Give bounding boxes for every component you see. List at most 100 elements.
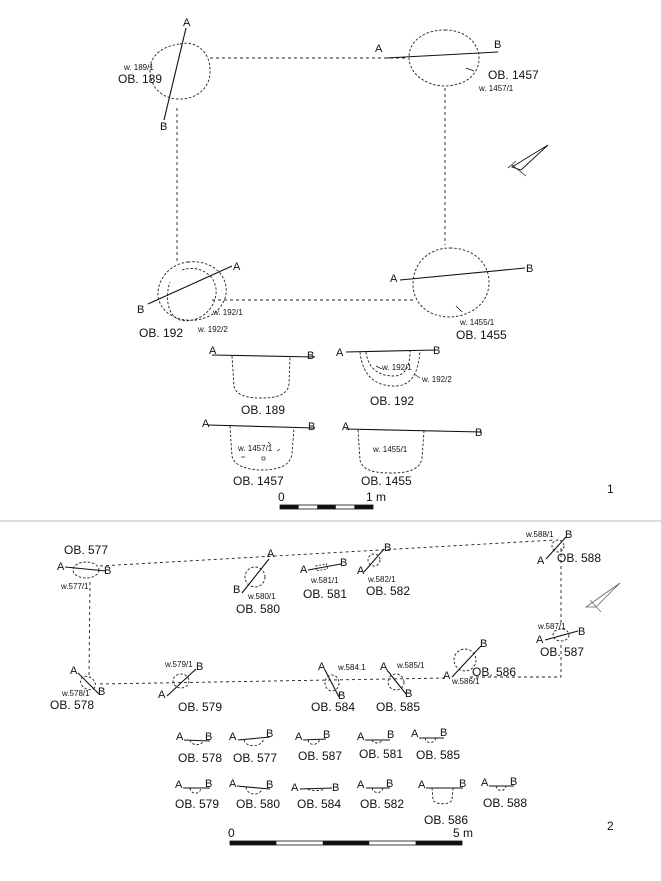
section-end-a: A — [411, 728, 419, 740]
section-end-a: A — [357, 731, 365, 743]
section-end-a: A — [318, 661, 326, 673]
section-end-b: B — [494, 39, 501, 51]
section-end-a: A — [537, 555, 545, 567]
section-end-a: A — [209, 345, 217, 357]
section-584: A B OB. 584 — [291, 782, 341, 811]
section-label: OB. 1457 — [233, 474, 284, 488]
sections-row-1: A B OB. 578 A B OB. 577 A B OB. 587 — [176, 727, 460, 765]
sample-label: w.582/1 — [367, 575, 396, 584]
section-end-a: A — [291, 782, 299, 794]
feature-586-plan: B A w.586/1 OB. 586 — [443, 638, 516, 686]
sample-label: w. 189/1 — [123, 63, 154, 72]
section-587: A B OB. 587 — [295, 729, 342, 763]
section-end-a: A — [267, 548, 275, 560]
feature-label: OB. 577 — [64, 543, 108, 557]
section-end-b: B — [440, 727, 447, 739]
feature-189-plan: A B w. 189/1 OB. 189 — [118, 17, 211, 133]
section-label: OB. 581 — [359, 747, 403, 761]
section-end-a: A — [418, 779, 426, 791]
sample-label: w. 1455/1 — [372, 445, 408, 454]
sample-label: w. 1457/1 — [478, 84, 514, 93]
sample-label: w.587/1 — [537, 622, 566, 631]
building-outline-1 — [176, 57, 446, 301]
feature-585-plan: A B w.585/1 OB. 585 — [376, 661, 425, 714]
section-end-a: A — [233, 261, 241, 273]
section-label: OB. 577 — [233, 751, 277, 765]
section-end-b: B — [565, 529, 572, 541]
feature-579-plan: B A w.579/1 OB. 579 — [158, 660, 222, 714]
section-577: A B OB. 577 — [229, 728, 277, 765]
sample-label: w.584.1 — [337, 663, 366, 672]
section-1455: A B w. 1455/1 OB. 1455 — [342, 421, 482, 488]
sample-label: w. 192/1 — [212, 308, 243, 317]
section-label: OB. 588 — [483, 796, 527, 810]
sample-label: w. 192/1 — [381, 363, 412, 372]
section-end-b: B — [233, 584, 240, 596]
section-label: OB. 1455 — [361, 474, 412, 488]
feature-label: OB. 578 — [50, 698, 94, 712]
section-end-b: B — [205, 731, 212, 743]
sample-label: w.585/1 — [396, 661, 425, 670]
section-end-b: B — [323, 729, 330, 741]
section-end-b: B — [433, 345, 440, 357]
section-end-a: A — [375, 43, 383, 55]
sample-label: w. 192/2 — [197, 325, 228, 334]
section-end-a: A — [229, 778, 237, 790]
panel-2: A B OB. 577 w.577/1 A B w.580/1 OB. 580 … — [50, 529, 621, 846]
sample-label: w. 1457/1 — [237, 444, 273, 453]
section-end-b: B — [196, 661, 203, 673]
section-end-b: B — [266, 728, 273, 740]
scale-bar-1: 0 1 m — [278, 490, 386, 510]
feature-581-plan: A B w.581/1 OB. 581 — [300, 557, 347, 601]
feature-label: OB. 1455 — [456, 328, 507, 342]
feature-label: OB. 584 — [311, 700, 355, 714]
section-end-a: A — [357, 565, 365, 577]
section-label: OB. 586 — [424, 813, 468, 827]
section-end-a: A — [183, 17, 191, 29]
scale-end: 5 m — [453, 826, 473, 840]
section-label: OB. 580 — [236, 797, 280, 811]
feature-label: OB. 588 — [557, 551, 601, 565]
section-end-a: A — [57, 561, 65, 573]
feature-label: OB. 189 — [118, 72, 162, 86]
scale-start: 0 — [228, 826, 235, 840]
section-end-a: A — [295, 731, 303, 743]
section-end-a: A — [175, 779, 183, 791]
section-189: A B OB. 189 — [209, 345, 316, 417]
section-end-b: B — [338, 690, 345, 702]
section-label: OB. 582 — [360, 797, 404, 811]
section-end-a: A — [176, 731, 184, 743]
feature-label: OB. 192 — [139, 326, 183, 340]
section-end-a: A — [536, 634, 544, 646]
section-end-a: A — [443, 670, 451, 682]
section-end-b: B — [266, 779, 273, 791]
section-end-a: A — [357, 779, 365, 791]
section-end-b: B — [308, 421, 315, 433]
north-arrow-icon — [584, 582, 621, 613]
feature-label: OB. 1457 — [488, 68, 539, 82]
section-label: OB. 189 — [241, 403, 285, 417]
section-end-a: A — [300, 564, 308, 576]
section-end-b: B — [459, 778, 466, 790]
building-outline-2 — [88, 539, 562, 685]
section-end-b: B — [98, 686, 105, 698]
section-588: A B OB. 588 — [481, 776, 527, 810]
sample-label: w.586/1 — [451, 677, 480, 686]
feature-587-plan: A B w.587/1 OB. 587 — [536, 622, 585, 659]
section-end-b: B — [387, 729, 394, 741]
section-1457: A B w. 1457/1 OB. 1457 — [202, 418, 315, 488]
panel-number: 2 — [607, 819, 614, 833]
section-end-b: B — [405, 688, 412, 700]
section-578: A B OB. 578 — [176, 731, 222, 765]
panel-number: 1 — [607, 482, 614, 496]
feature-1457-plan: A B OB. 1457 w. 1457/1 — [375, 29, 539, 93]
section-end-b: B — [340, 557, 347, 569]
scale-end: 1 m — [366, 490, 386, 504]
sample-label: w.588/1 — [525, 530, 554, 539]
section-end-b: B — [510, 776, 517, 788]
section-end-b: B — [475, 427, 482, 439]
sample-label: w.577/1 — [60, 582, 89, 591]
section-end-b: B — [104, 565, 111, 577]
section-end-b: B — [384, 542, 391, 554]
feature-label: OB. 586 — [472, 665, 516, 679]
